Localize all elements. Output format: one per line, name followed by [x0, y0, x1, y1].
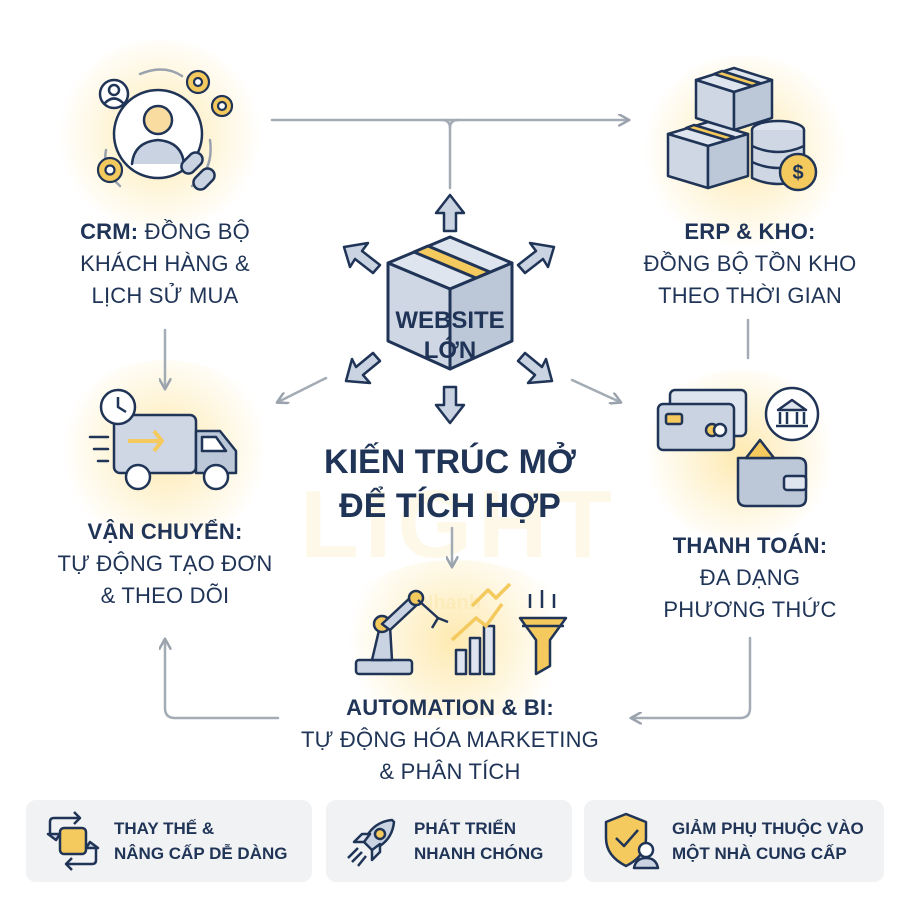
benefit1-line2: NÂNG CẤP DỄ DÀNG: [114, 844, 288, 863]
delivery-truck-icon: [88, 388, 238, 491]
crm-line1: ĐỒNG BỘ: [138, 219, 250, 244]
website-box-icon: [342, 193, 556, 425]
shipping-line3: & THEO DÕI: [100, 583, 230, 608]
erp-line3: THEO THỜI GIAN: [658, 283, 842, 308]
crm-label: CRM: ĐỒNG BỘ KHÁCH HÀNG & LỊCH SỬ MUA: [40, 216, 290, 312]
arrow-center-to-payment: [570, 378, 620, 402]
payment-line3: PHƯƠNG THỨC: [663, 597, 837, 622]
automation-label: AUTOMATION & BI: TỰ ĐỘNG HÓA MARKETING &…: [250, 692, 650, 788]
benefit-card-vendor: GIẢM PHỤ THUỘC VÀO MỘT NHÀ CUNG CẤP: [584, 800, 884, 882]
crm-line3: LỊCH SỬ MUA: [91, 283, 239, 308]
automation-head: AUTOMATION & BI:: [346, 695, 554, 720]
benefit-card-fast: PHÁT TRIỂN NHANH CHÓNG: [326, 800, 572, 882]
payment-line2: ĐA DẠNG: [699, 565, 801, 590]
page-title: KIẾN TRÚC MỞ ĐỂ TÍCH HỢP: [250, 440, 650, 528]
benefit3-line1: GIẢM PHỤ THUỘC VÀO: [672, 819, 864, 838]
rocket-icon: [347, 818, 396, 867]
arrow-center-up-join: [448, 118, 460, 190]
cards-bank-wallet-icon: [656, 386, 820, 508]
automation-line3: & PHÂN TÍCH: [379, 759, 521, 784]
payment-label: THANH TOÁN: ĐA DẠNG PHƯƠNG THỨC: [620, 530, 880, 626]
erp-label: ERP & KHO: ĐỒNG BỘ TỒN KHO THEO THỜI GIA…: [605, 216, 895, 312]
payment-head: THANH TOÁN:: [672, 533, 828, 558]
benefit3-line2: MỘT NHÀ CUNG CẤP: [672, 844, 847, 863]
title-line2: ĐỂ TÍCH HỢP: [339, 487, 561, 525]
automation-line2: TỰ ĐỘNG HÓA MARKETING: [300, 727, 599, 752]
crm-line2: KHÁCH HÀNG &: [80, 251, 250, 276]
robot-arm-chart-funnel-icon: [354, 582, 568, 676]
website-box-line1: WEBSITE: [395, 307, 505, 334]
boxes-coins-icon: $: [666, 66, 818, 192]
benefit2-line1: PHÁT TRIỂN: [414, 819, 516, 838]
shipping-head: VẬN CHUYỂN:: [87, 519, 243, 544]
title-line1: KIẾN TRÚC MỞ: [324, 443, 576, 481]
svg-text:$: $: [792, 162, 803, 184]
shipping-line2: TỰ ĐỘNG TẠO ĐƠN: [57, 551, 273, 576]
erp-head: ERP & KHO:: [684, 219, 816, 244]
benefit1-line1: THAY THẾ &: [114, 819, 215, 838]
swap-arrows-icon: [46, 811, 100, 871]
user-gears-chain-icon: [96, 68, 234, 191]
crm-head: CRM:: [80, 219, 139, 244]
benefit2-line2: NHANH CHÓNG: [414, 844, 544, 863]
arrow-automation-to-shipping: [165, 640, 280, 720]
erp-line2: ĐỒNG BỘ TỒN KHO: [643, 251, 857, 276]
benefit-card-replace: THAY THẾ & NÂNG CẤP DỄ DÀNG: [26, 800, 312, 882]
website-box-line2: LỚN: [423, 337, 477, 364]
shield-user-icon: [604, 812, 660, 870]
arrow-center-to-shipping: [278, 376, 328, 402]
arrow-payment-to-automation: [632, 636, 752, 718]
shipping-label: VẬN CHUYỂN: TỰ ĐỘNG TẠO ĐƠN & THEO DÕI: [30, 516, 300, 612]
